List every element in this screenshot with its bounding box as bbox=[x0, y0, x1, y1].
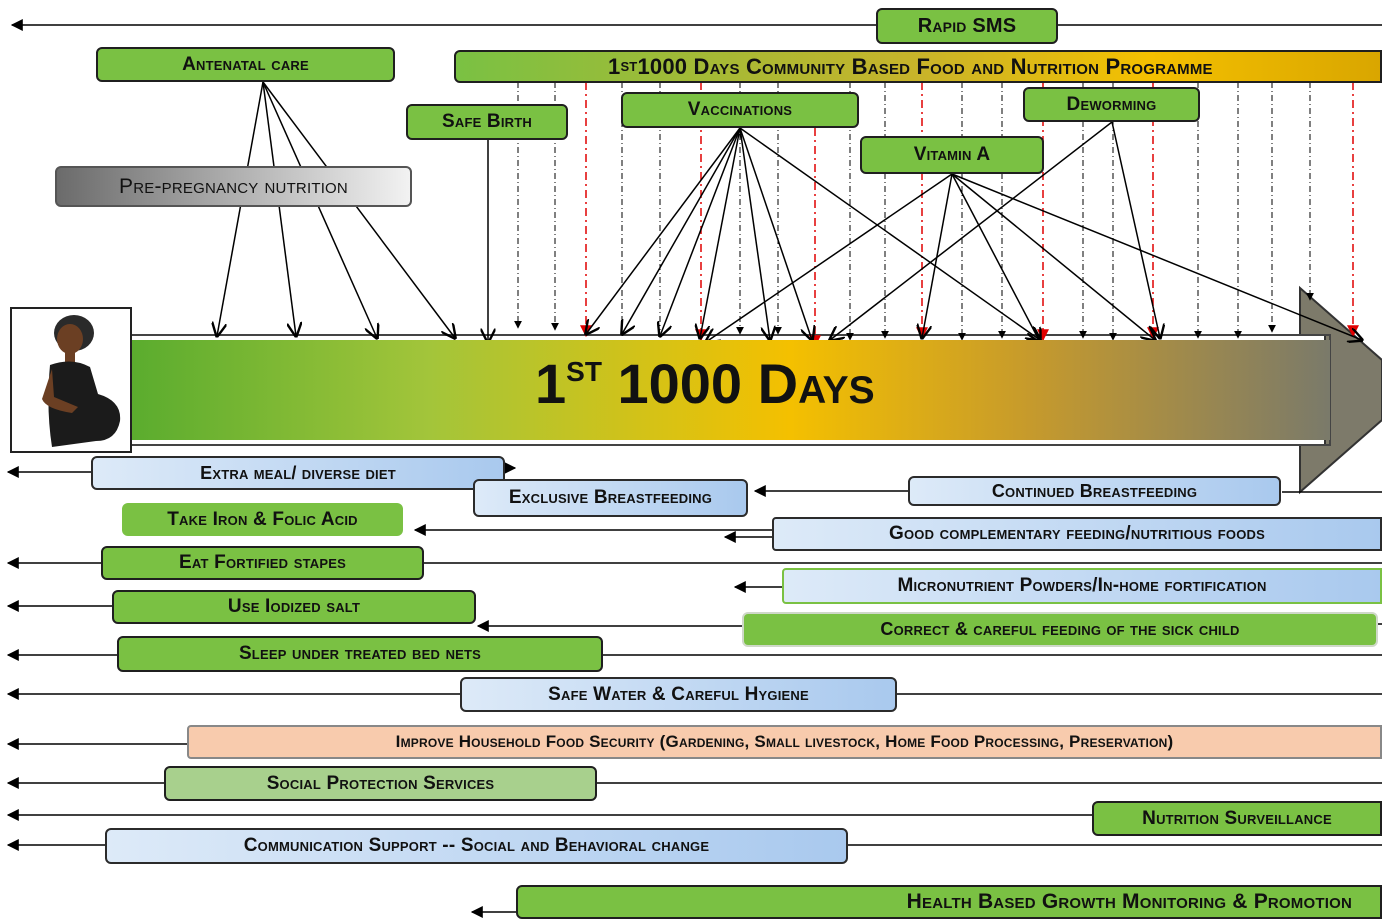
fortified-staples-box: Eat Fortified stapes bbox=[101, 546, 424, 580]
iodized-salt-box: Use Iodized salt bbox=[112, 590, 476, 624]
antenatal-care-box: Antenatal care bbox=[96, 47, 395, 82]
vaccinations-box: Vaccinations bbox=[621, 92, 859, 128]
vitamin-a-arrows bbox=[706, 173, 1362, 342]
timeline-band bbox=[130, 340, 1330, 440]
communication-support-box: Communication Support -- Social and Beha… bbox=[105, 828, 848, 864]
growth-monitoring-box: Health Based Growth Monitoring & Promoti… bbox=[516, 885, 1382, 919]
vitamin-a-box: Vitamin A bbox=[860, 136, 1044, 174]
pre-pregnancy-box: Pre-pregnancy nutrition bbox=[55, 166, 412, 207]
exclusive-breastfeeding-box: Exclusive Breastfeeding bbox=[473, 479, 748, 517]
deworming-box: Deworming bbox=[1023, 87, 1200, 122]
iron-folic-box: Take Iron & Folic Acid bbox=[122, 503, 403, 536]
extra-meal-box: Extra meal/ diverse diet bbox=[91, 456, 505, 490]
food-security-box: Improve Household Food Security (Gardeni… bbox=[187, 725, 1382, 759]
pregnant-woman-image bbox=[10, 307, 132, 453]
sick-child-feeding-box: Correct & careful feeding of the sick ch… bbox=[742, 612, 1378, 647]
timeline-title: 1ST 1000 Days bbox=[535, 352, 875, 415]
deworming-arrows bbox=[830, 121, 1160, 340]
continued-breastfeeding-box: Continued Breastfeeding bbox=[908, 476, 1281, 506]
micronutrient-powders-box: Micronutrient Powders/In-home fortificat… bbox=[782, 568, 1382, 604]
antenatal-arrows bbox=[217, 81, 488, 342]
safe-water-box: Safe Water & Careful Hygiene bbox=[460, 677, 897, 712]
complementary-feeding-box: Good complementary feeding/nutritious fo… bbox=[772, 517, 1382, 551]
lower-arrows bbox=[6, 462, 1382, 918]
social-protection-box: Social Protection Services bbox=[164, 766, 597, 801]
nutrition-surveillance-box: Nutrition Surveillance bbox=[1092, 801, 1382, 836]
safe-birth-box: Safe Birth bbox=[406, 104, 568, 140]
vaccination-arrows bbox=[586, 127, 1040, 340]
rapid-sms-box: Rapid SMS bbox=[876, 8, 1058, 44]
bed-nets-box: Sleep under treated bed nets bbox=[117, 636, 603, 672]
